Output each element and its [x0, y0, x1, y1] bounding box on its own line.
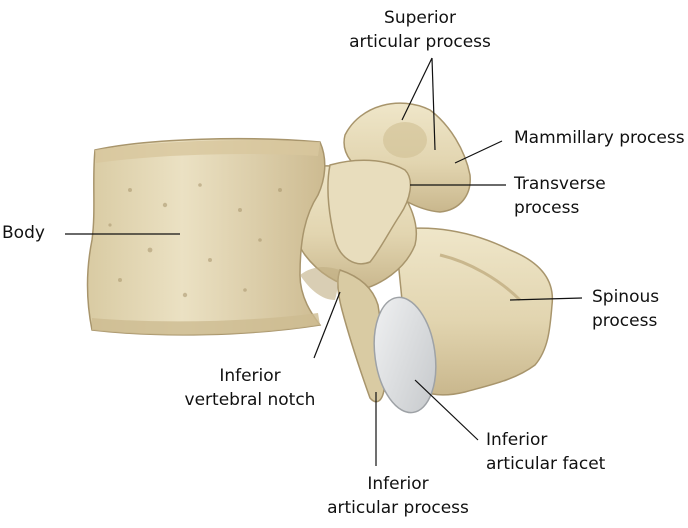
label-superior-articular-process: Superior articular process [349, 8, 491, 52]
inferior-articular-process-shape [337, 269, 385, 403]
label-mammillary-process: Mammillary process [514, 128, 685, 148]
leader-lines [65, 57, 583, 466]
leader-superior-articular-1 [401, 57, 433, 121]
leader-mammillary [454, 140, 503, 164]
vertebral-body-shape [86, 137, 326, 336]
leader-superior-articular-2 [431, 57, 436, 151]
label-inferior-vertebral-notch: Inferior vertebral notch [184, 366, 316, 410]
label-inferior-articular-facet: Inferior articular facet [486, 430, 606, 474]
label-spinous-process: Spinous process [592, 287, 660, 331]
inferior-articular-facet-shape [373, 296, 437, 414]
leader-spinous [509, 297, 583, 301]
label-transverse-process: Transverse process [514, 174, 606, 218]
label-body: Body [2, 223, 45, 243]
leader-inferior-facet [414, 379, 479, 441]
transverse-process-shape [327, 159, 412, 265]
label-inferior-articular-process: Inferior articular process [327, 474, 469, 518]
leader-inferior-notch [313, 291, 341, 359]
